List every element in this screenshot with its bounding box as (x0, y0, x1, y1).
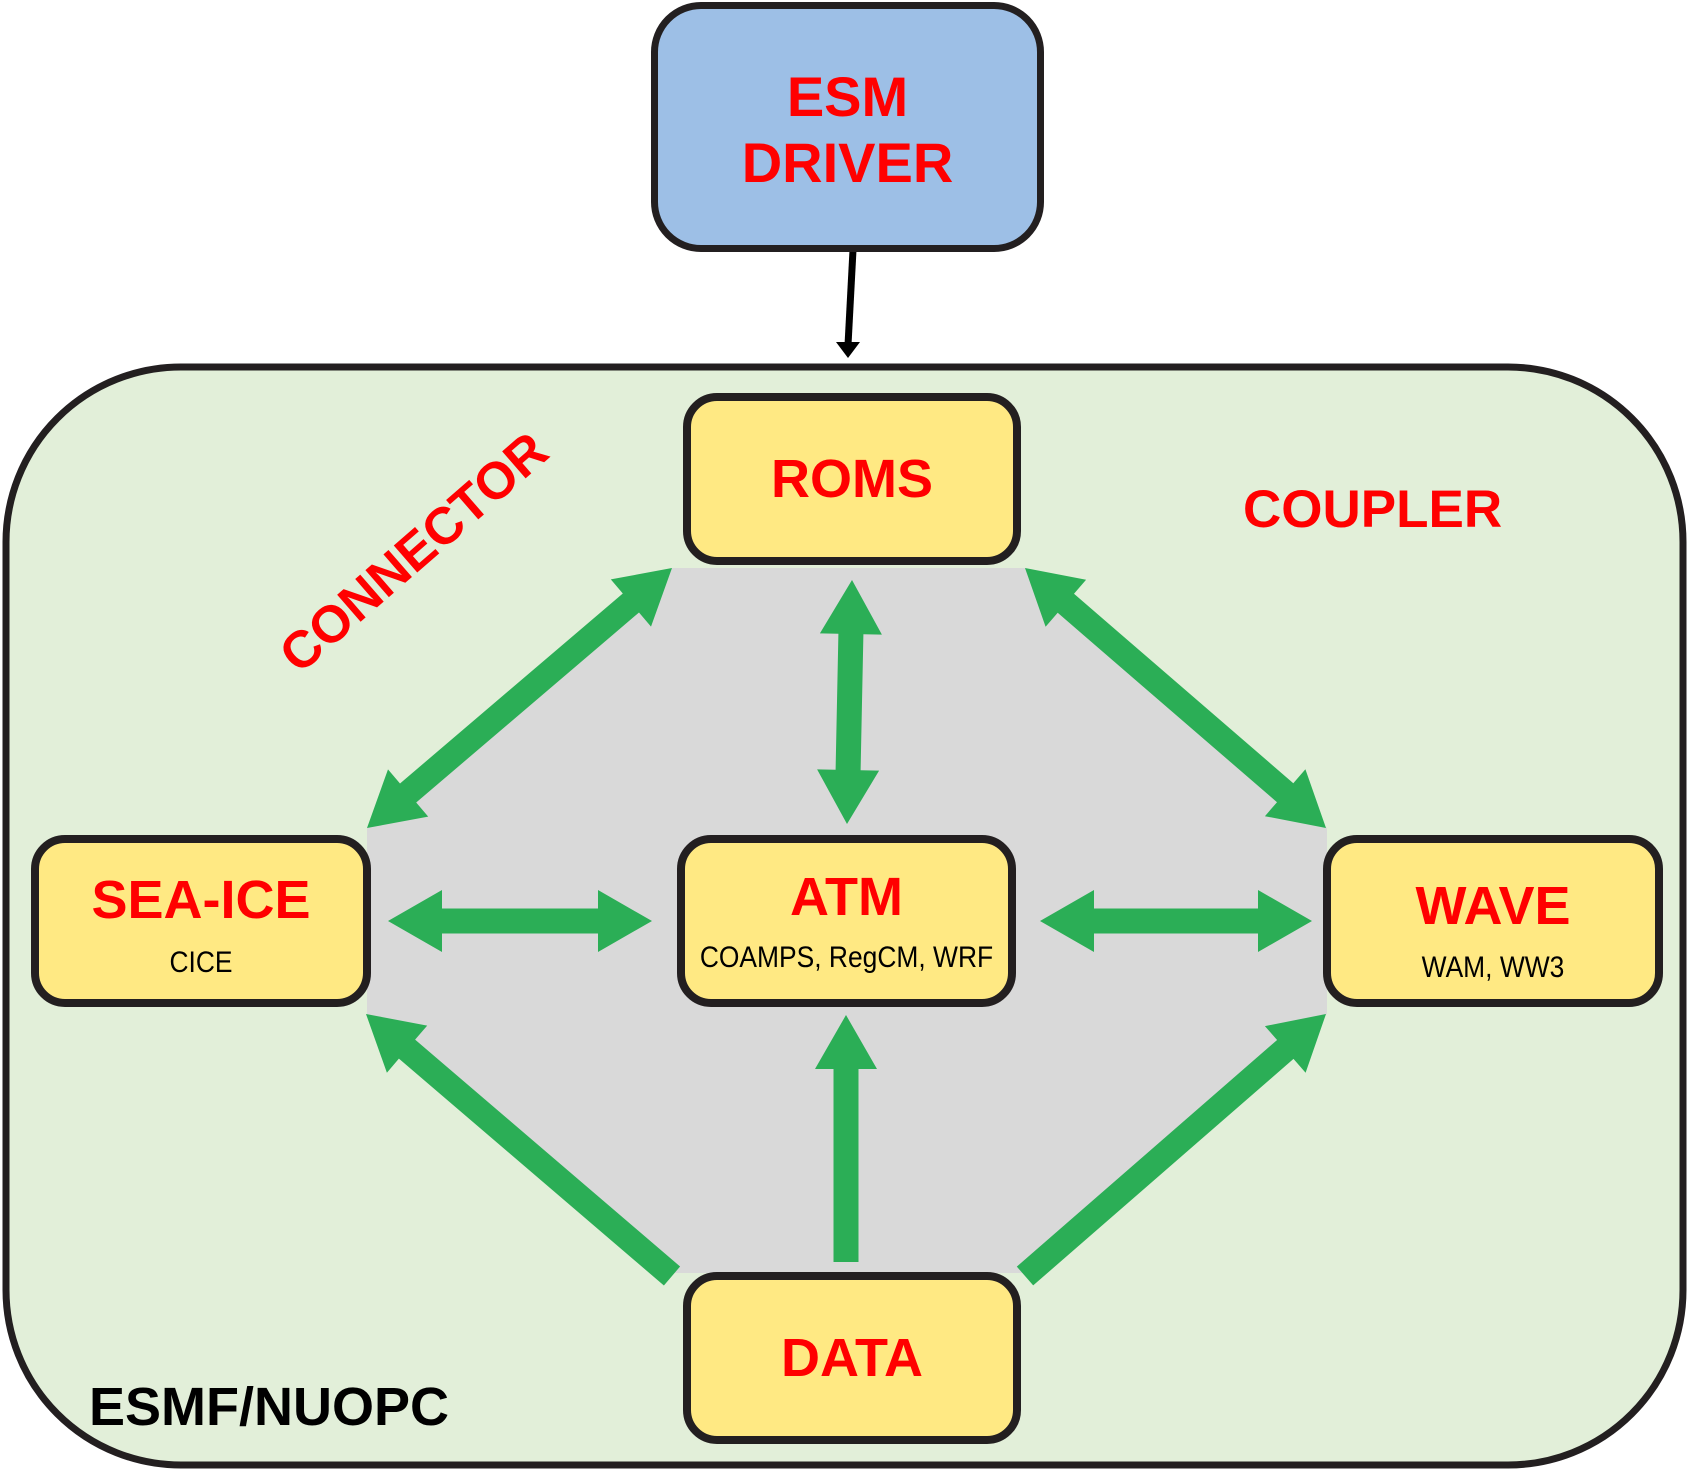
esm-driver-label-line2: DRIVER (741, 131, 954, 194)
data-component-box[interactable]: DATA (683, 1272, 1021, 1444)
data-atm-arrow (815, 1015, 877, 1262)
roms-atm-arrow (817, 580, 882, 824)
driver-to-coupler-line (844, 249, 857, 346)
esm-driver-label-line1: ESM (786, 65, 909, 128)
data-wave-arrow (1016, 1014, 1326, 1286)
roms-seaice-arrow (367, 568, 672, 828)
driver-to-coupler-arrowhead (836, 342, 860, 358)
wave-component-box[interactable]: WAVE WAM, WW3 (1323, 835, 1663, 1007)
atm-wave-arrow (1040, 890, 1312, 952)
data-seaice-arrow (366, 1014, 681, 1286)
atm-models-label: COAMPS, RegCM, WRF (699, 941, 994, 974)
esm-driver-box[interactable]: ESM DRIVER (651, 2, 1044, 252)
seaice-component-box[interactable]: SEA-ICE CICE (31, 835, 371, 1007)
coupler-label: COUPLER (1243, 480, 1503, 539)
seaice-label: SEA-ICE (91, 870, 311, 930)
seaice-models-label: CICE (169, 946, 233, 979)
atm-label: ATM (790, 867, 903, 927)
wave-label: WAVE (1415, 876, 1571, 936)
roms-wave-arrow (1025, 568, 1326, 828)
wave-models-label: WAM, WW3 (1421, 951, 1565, 984)
atm-component-box[interactable]: ATM COAMPS, RegCM, WRF (677, 835, 1016, 1007)
data-label: DATA (781, 1328, 923, 1388)
roms-component-box[interactable]: ROMS (683, 393, 1021, 565)
framework-label: ESMF/NUOPC (89, 1377, 450, 1437)
roms-label: ROMS (771, 449, 933, 509)
seaice-atm-arrow (388, 890, 652, 952)
